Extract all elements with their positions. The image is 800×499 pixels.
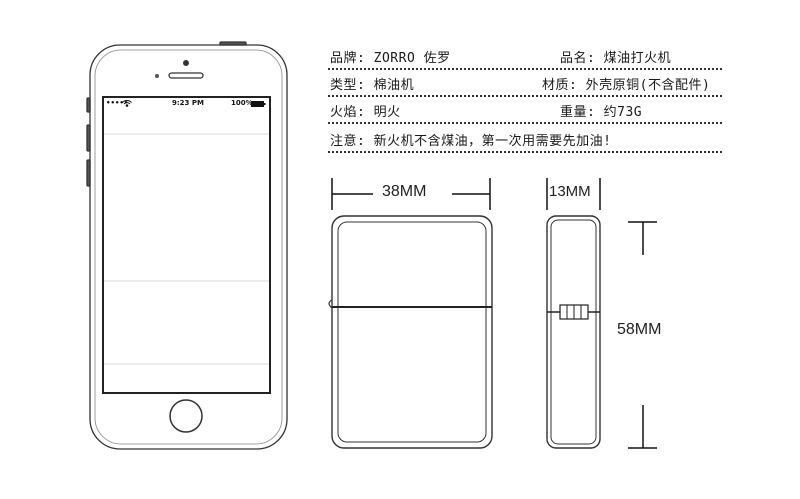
status-bar xyxy=(104,98,269,108)
lighter-front xyxy=(328,215,493,449)
spec-row-4: 注意: 新火机不含煤油，第一次用需要先加油! xyxy=(328,127,722,153)
depth-label: 13MM xyxy=(549,183,591,200)
signal-strength-icon: ••••• xyxy=(106,99,129,107)
dotted-divider xyxy=(328,68,722,70)
status-time: 9:23 PM xyxy=(172,99,204,107)
height-dimension xyxy=(628,221,657,449)
speaker-grille xyxy=(168,72,204,79)
phone-outline xyxy=(86,41,288,450)
battery-percent: 100% xyxy=(231,99,253,107)
width-dimension xyxy=(331,178,491,210)
width-label: 38MM xyxy=(382,183,427,200)
lighter-side xyxy=(546,215,601,449)
camera-icon xyxy=(183,60,189,66)
wifi-icon xyxy=(122,100,132,107)
sensor-dot xyxy=(155,74,159,78)
height-label: 58MM xyxy=(617,321,662,338)
spec-brand: 品牌: ZORRO 佐罗 xyxy=(330,51,451,66)
spec-row-2: 类型: 棉油机 材质: 外壳原铜(不含配件) xyxy=(328,71,722,97)
spec-row-3: 火焰: 明火 重量: 约73G xyxy=(328,98,722,124)
dotted-divider xyxy=(328,95,722,97)
spec-material: 材质: 外壳原铜(不含配件) xyxy=(542,78,711,93)
spec-row-1: 品牌: ZORRO 佐罗 品名: 煤油打火机 xyxy=(328,44,722,70)
phone-screen xyxy=(102,96,271,394)
spec-notice: 注意: 新火机不含煤油，第一次用需要先加油! xyxy=(330,134,612,149)
home-button[interactable] xyxy=(169,399,203,433)
battery-icon xyxy=(251,101,266,107)
spec-product-name: 品名: 煤油打火机 xyxy=(560,51,672,66)
spec-flame: 火焰: 明火 xyxy=(330,105,401,120)
dotted-divider xyxy=(328,151,722,153)
depth-dimension xyxy=(546,178,601,210)
dotted-divider xyxy=(328,122,722,124)
spec-type: 类型: 棉油机 xyxy=(330,78,415,93)
spec-weight: 重量: 约73G xyxy=(560,105,643,120)
